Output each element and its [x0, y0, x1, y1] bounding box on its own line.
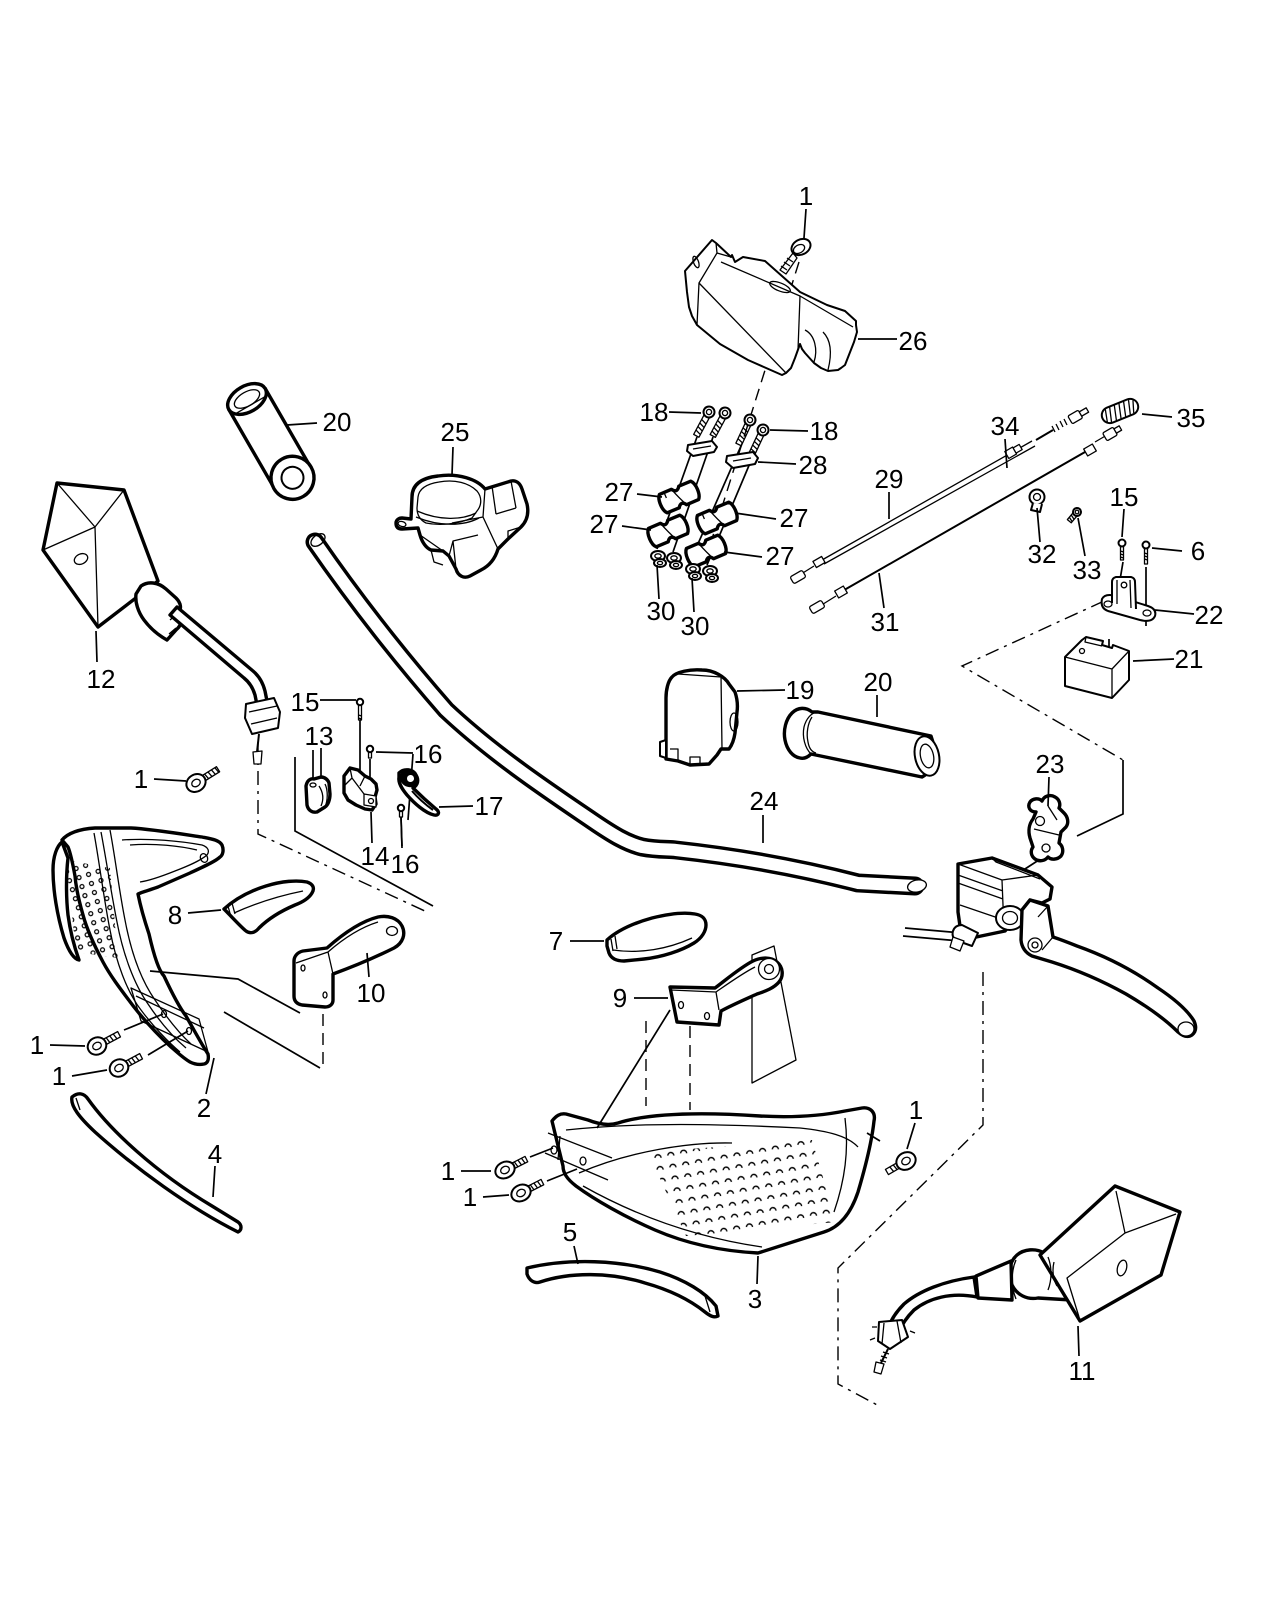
svg-text:1: 1 [909, 1095, 923, 1125]
svg-text:27: 27 [605, 477, 634, 507]
svg-text:16: 16 [391, 849, 420, 879]
svg-text:13: 13 [305, 721, 334, 751]
svg-text:7: 7 [549, 926, 563, 956]
svg-text:5: 5 [563, 1217, 577, 1247]
svg-text:3: 3 [748, 1284, 762, 1314]
svg-text:33: 33 [1073, 555, 1102, 585]
svg-text:30: 30 [647, 596, 676, 626]
svg-text:17: 17 [475, 791, 504, 821]
svg-text:22: 22 [1195, 600, 1224, 630]
svg-text:30: 30 [681, 611, 710, 641]
svg-text:20: 20 [323, 407, 352, 437]
svg-text:6: 6 [1191, 536, 1205, 566]
svg-text:27: 27 [766, 541, 795, 571]
svg-text:14: 14 [361, 841, 390, 871]
svg-text:27: 27 [590, 509, 619, 539]
svg-text:1: 1 [799, 181, 813, 211]
svg-text:29: 29 [875, 464, 904, 494]
svg-text:15: 15 [291, 687, 320, 717]
svg-text:12: 12 [87, 664, 116, 694]
svg-text:26: 26 [899, 326, 928, 356]
svg-text:8: 8 [168, 900, 182, 930]
svg-text:4: 4 [208, 1139, 222, 1169]
svg-text:31: 31 [871, 607, 900, 637]
svg-text:1: 1 [441, 1156, 455, 1186]
svg-text:1: 1 [134, 764, 148, 794]
svg-text:32: 32 [1028, 539, 1057, 569]
svg-text:35: 35 [1177, 403, 1206, 433]
svg-text:27: 27 [780, 503, 809, 533]
svg-text:1: 1 [30, 1030, 44, 1060]
svg-text:15: 15 [1110, 482, 1139, 512]
svg-text:20: 20 [864, 667, 893, 697]
svg-text:19: 19 [786, 675, 815, 705]
svg-text:11: 11 [1069, 1356, 1096, 1386]
svg-text:21: 21 [1175, 644, 1204, 674]
svg-text:2: 2 [197, 1093, 211, 1123]
svg-text:28: 28 [799, 450, 828, 480]
svg-text:1: 1 [52, 1061, 66, 1091]
svg-text:18: 18 [810, 416, 839, 446]
svg-text:1: 1 [463, 1182, 477, 1212]
svg-text:18: 18 [640, 397, 669, 427]
svg-text:16: 16 [414, 739, 443, 769]
svg-text:34: 34 [991, 411, 1020, 441]
svg-text:24: 24 [750, 786, 779, 816]
svg-text:25: 25 [441, 417, 470, 447]
svg-text:9: 9 [613, 983, 627, 1013]
svg-text:23: 23 [1036, 749, 1065, 779]
svg-text:10: 10 [357, 978, 386, 1008]
